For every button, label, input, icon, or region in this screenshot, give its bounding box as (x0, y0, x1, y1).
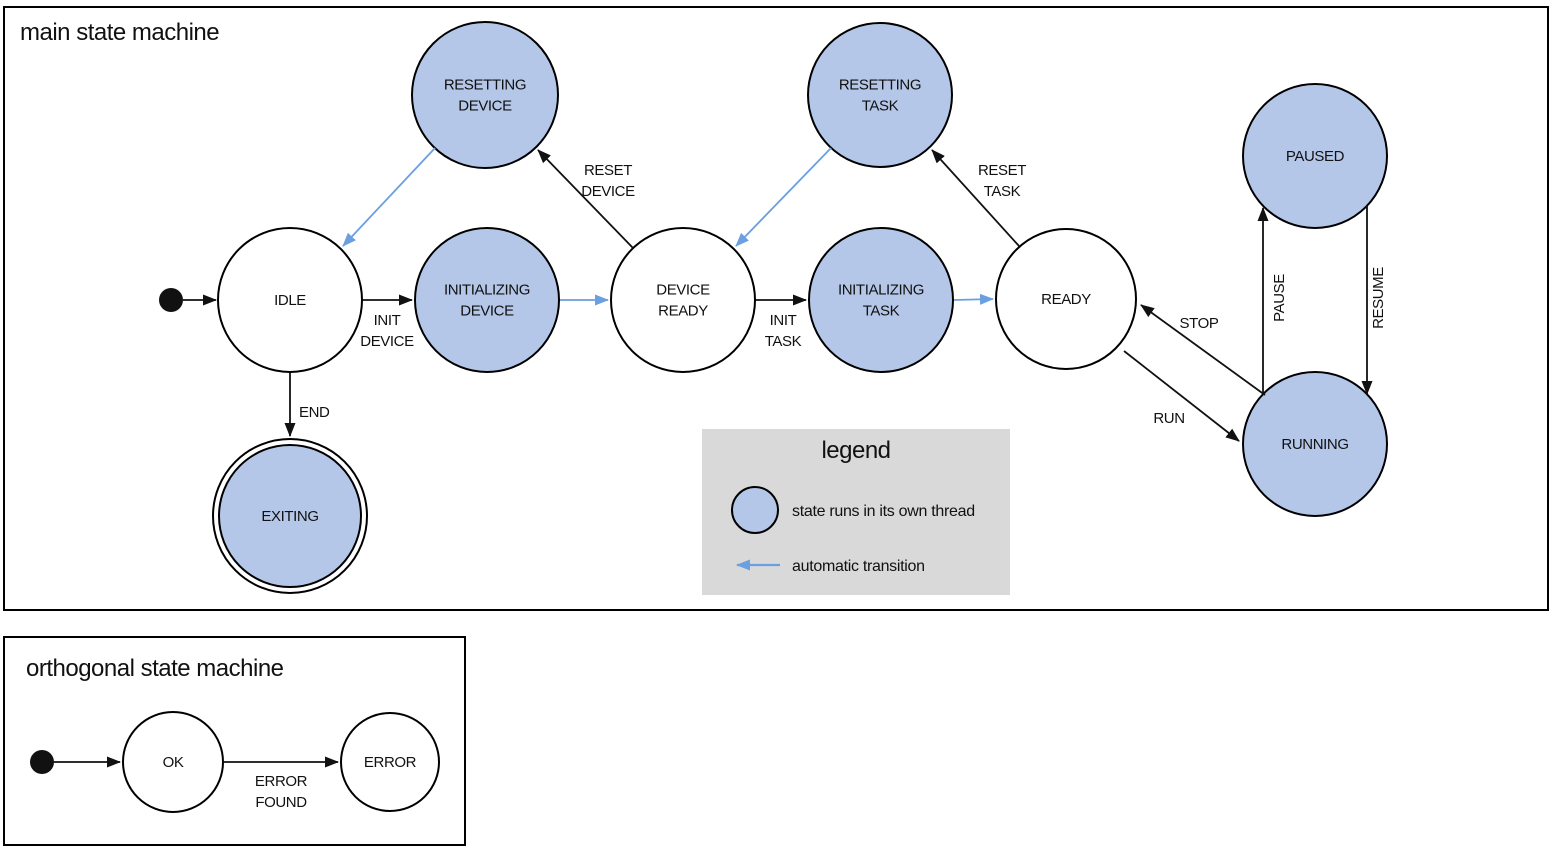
state-error: ERROR (340, 712, 440, 812)
state-idle: IDLE (217, 227, 363, 373)
transition-arrow-resetting-device-to-idle (342, 147, 436, 247)
state-circle-idle (217, 227, 363, 373)
legend-item-label-threaded-state: state runs in its own thread (792, 503, 975, 520)
main-machine-initial-state-marker (159, 288, 183, 312)
state-exiting: EXITING (212, 438, 368, 594)
state-circle-error (340, 712, 440, 812)
legend-threaded-state-icon (731, 486, 779, 534)
state-circle-ready (995, 228, 1137, 370)
state-running: RUNNING (1242, 371, 1388, 517)
state-label-paused: PAUSED (1286, 148, 1345, 165)
state-label-ok: OK (163, 754, 184, 771)
state-circle-initializing-task (808, 227, 954, 373)
state-circle-device-ready (610, 227, 756, 373)
transition-arrow-ready-to-running (1123, 350, 1240, 442)
orthogonal-machine-initial-state-marker (30, 750, 54, 774)
transition-label-running-to-ready: STOP (1180, 315, 1219, 332)
transition-arrow-resetting-task-to-device-ready (735, 147, 832, 247)
transition-arrow-initializing-task-to-ready (953, 293, 994, 305)
state-ok: OK (122, 711, 224, 813)
state-circle-exiting (218, 444, 362, 588)
orthogonal-machine-frame (3, 636, 466, 846)
state-label-ready: READY (1041, 291, 1091, 308)
state-circle-paused (1242, 83, 1388, 229)
state-circle-initializing-device (414, 227, 560, 373)
transition-arrow-device-ready-to-resetting-device (537, 149, 634, 249)
main-machine-title: main state machine (20, 19, 219, 46)
transition-arrow-running-to-ready (1140, 304, 1266, 396)
transition-arrow-ready-to-resetting-task (931, 149, 1020, 247)
orthogonal-machine-title: orthogonal state machine (26, 655, 284, 682)
state-label-exiting: EXITING (261, 508, 318, 525)
state-paused: PAUSED (1242, 83, 1388, 229)
state-label-idle: IDLE (274, 292, 306, 309)
transition-label-running-to-paused: PAUSE (1271, 274, 1288, 322)
legend-title: legend (821, 437, 890, 464)
state-circle-running (1242, 371, 1388, 517)
state-ready: READY (995, 228, 1137, 370)
transition-label-idle-to-exiting: END (299, 404, 330, 421)
legend: legend state runs in its own thread automa… (702, 429, 1010, 595)
main-machine-frame (3, 6, 1549, 611)
transition-label-ready-to-running: RUN (1153, 410, 1184, 427)
state-label-error: ERROR (364, 754, 417, 771)
state-label-running: RUNNING (1281, 436, 1348, 453)
state-circle-resetting-task (807, 22, 953, 168)
state-circle-resetting-device (411, 21, 559, 169)
transition-label-paused-to-running: RESUME (1370, 267, 1387, 329)
legend-item-label-automatic-transition: automatic transition (792, 558, 925, 575)
